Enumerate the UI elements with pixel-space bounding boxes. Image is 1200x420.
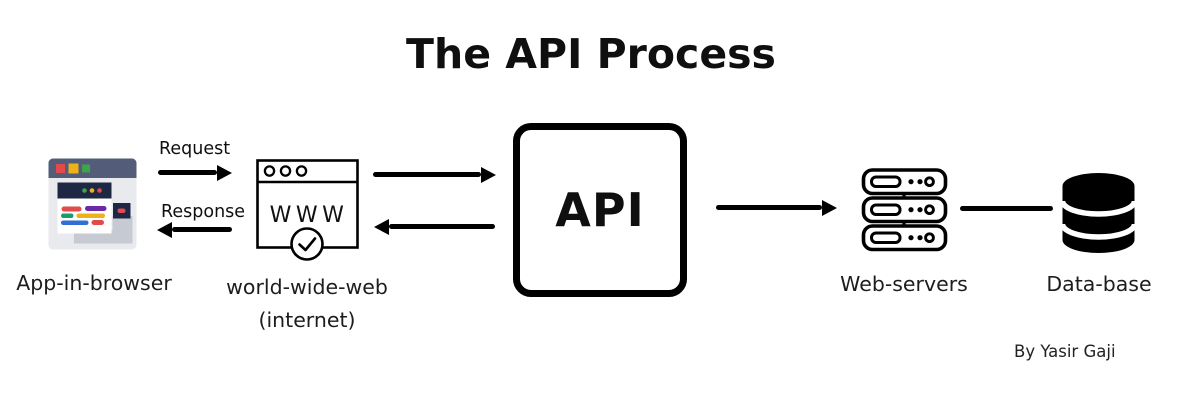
servers-to-database-line	[960, 206, 1053, 211]
check-icon	[290, 227, 324, 261]
response-arrow-icon	[172, 227, 232, 232]
response-label: Response	[161, 202, 246, 222]
browser-dot-icon	[279, 165, 292, 177]
api-to-servers-arrow-icon	[716, 205, 822, 210]
server-unit-icon	[861, 196, 948, 224]
browser-dot-icon	[263, 165, 276, 177]
server-unit-icon	[861, 168, 948, 196]
api-box: API	[513, 123, 687, 297]
server-stack-icon	[861, 168, 948, 252]
www-icon-text: WWW	[270, 203, 349, 228]
browser-dot-icon	[295, 165, 308, 177]
www-label-line2: (internet)	[258, 308, 356, 332]
api-label: API	[555, 183, 645, 237]
browser-app-icon	[48, 158, 137, 250]
request-arrow-icon	[158, 170, 217, 175]
api-to-www-arrow-icon	[389, 224, 495, 229]
green-square-icon	[82, 164, 90, 173]
www-browser-icon: WWW	[256, 159, 359, 261]
database-label: Data-base	[1046, 272, 1152, 296]
page-title: The API Process	[406, 30, 776, 78]
credit-text: By Yasir Gaji	[1014, 342, 1116, 361]
database-cylinder-icon	[1060, 173, 1138, 257]
yellow-square-icon	[68, 163, 79, 174]
red-square-icon	[56, 164, 65, 173]
www-label-line1: world-wide-web	[226, 275, 388, 299]
www-label: world-wide-web (internet)	[207, 271, 407, 337]
server-unit-icon	[861, 224, 948, 252]
request-label: Request	[159, 139, 231, 159]
app-label: App-in-browser	[16, 271, 172, 295]
www-to-api-arrow-icon	[373, 172, 481, 177]
servers-label: Web-servers	[840, 272, 968, 296]
